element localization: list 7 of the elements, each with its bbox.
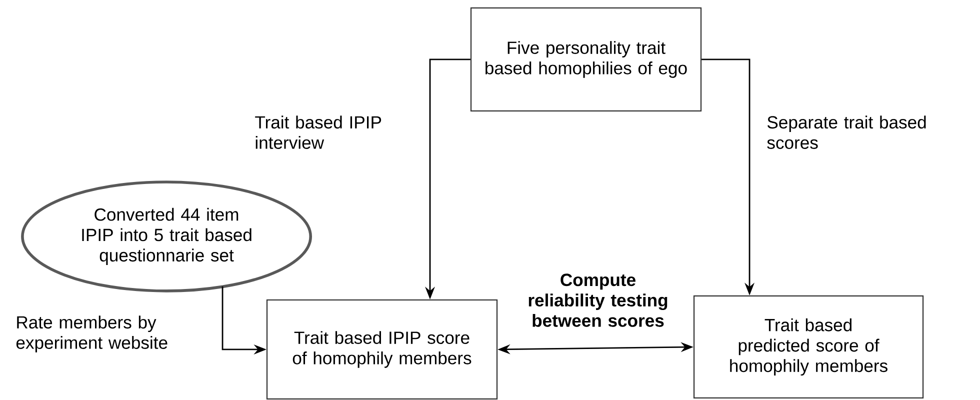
process-box: Trait based predicted score of homophily members bbox=[693, 295, 924, 399]
process-box: Five personality trait based homophilies of ego bbox=[470, 7, 702, 112]
edge-label: Trait based IPIP interview bbox=[255, 116, 382, 149]
edge-label: Separate trait based scores bbox=[767, 116, 926, 149]
process-box: Trait based IPIP score of homophily members bbox=[266, 299, 498, 400]
edge-label: Compute reliability testing between scores bbox=[528, 274, 668, 327]
edge-label: Rate members by experiment website bbox=[16, 316, 168, 352]
